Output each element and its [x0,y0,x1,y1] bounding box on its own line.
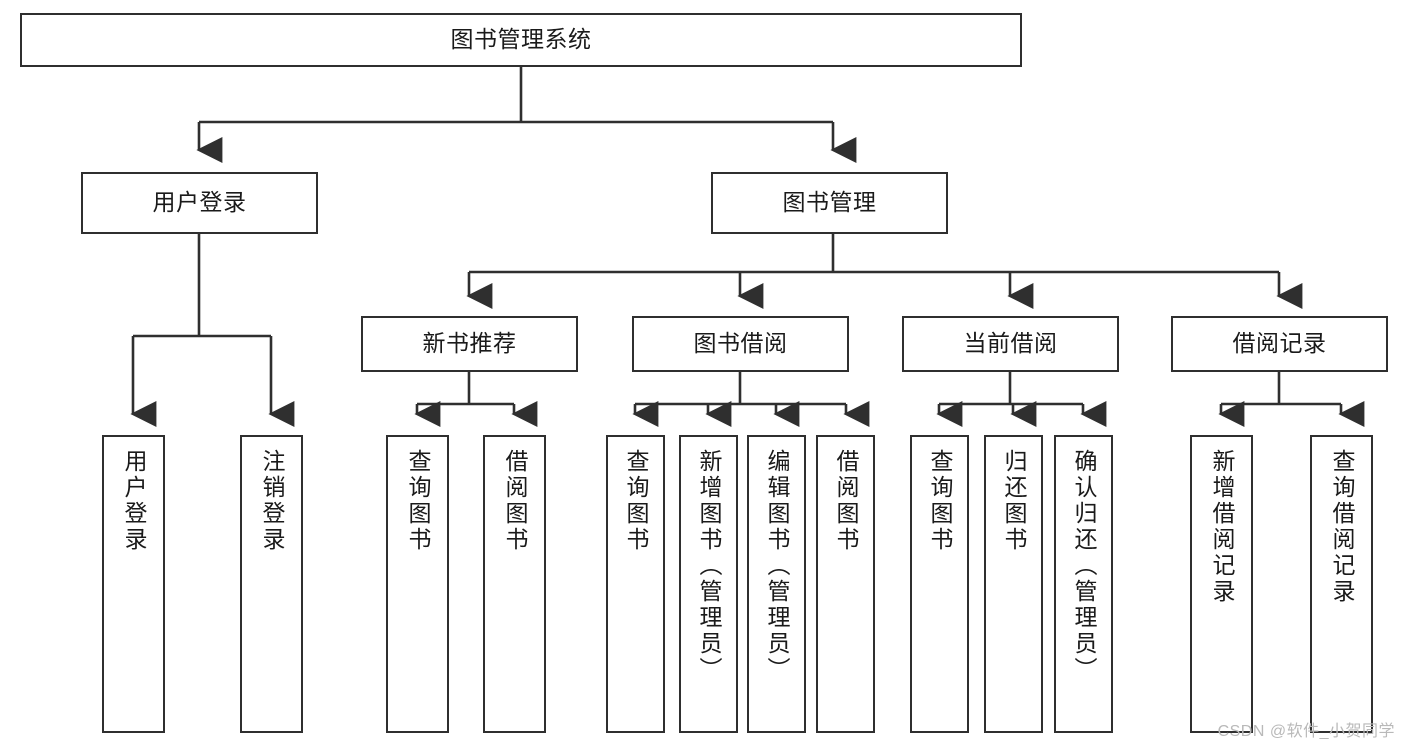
leaf-confirm-return-admin[interactable]: 确认归还（管理员） [1054,435,1113,733]
watermark: CSDN @软件_小贺同学 [1217,723,1395,740]
leaf-edit-book-admin[interactable]: 编辑图书（管理员） [747,435,806,733]
leaf-add-borrow-record-label: 新增借阅记录 [1209,449,1235,605]
leaf-search-borrow-record[interactable]: 查询借阅记录 [1310,435,1373,733]
leaf-user-login[interactable]: 用户登录 [102,435,165,733]
leaf-search-book-borrow[interactable]: 查询图书 [606,435,665,733]
leaf-search-book-recommend[interactable]: 查询图书 [386,435,449,733]
leaf-borrow-book-label: 借阅图书 [833,449,859,553]
leaf-user-logout-label: 注销登录 [259,449,285,553]
leaf-search-borrow-record-label: 查询借阅记录 [1329,449,1355,605]
node-book-management-label: 图书管理 [782,189,877,216]
leaf-return-book[interactable]: 归还图书 [984,435,1043,733]
node-book-borrow[interactable]: 图书借阅 [632,316,849,372]
leaf-search-book-borrow-label: 查询图书 [623,449,649,553]
node-new-book-recommend-label: 新书推荐 [422,330,517,357]
leaf-return-book-label: 归还图书 [1001,449,1027,553]
node-root[interactable]: 图书管理系统 [20,13,1022,67]
leaf-user-login-label: 用户登录 [121,449,147,553]
leaf-edit-book-admin-label: 编辑图书（管理员） [764,449,790,683]
node-book-management[interactable]: 图书管理 [711,172,948,234]
leaf-user-logout[interactable]: 注销登录 [240,435,303,733]
leaf-search-book-current[interactable]: 查询图书 [910,435,969,733]
node-current-borrow-label: 当前借阅 [963,330,1058,357]
leaf-search-book-recommend-label: 查询图书 [405,449,431,553]
leaf-add-book-admin-label: 新增图书（管理员） [696,449,722,683]
leaf-borrow-book-recommend-label: 借阅图书 [502,449,528,553]
node-new-book-recommend[interactable]: 新书推荐 [361,316,578,372]
node-root-label: 图书管理系统 [450,26,592,53]
leaf-borrow-book[interactable]: 借阅图书 [816,435,875,733]
node-current-borrow[interactable]: 当前借阅 [902,316,1119,372]
node-book-borrow-label: 图书借阅 [693,330,788,357]
node-user-login[interactable]: 用户登录 [81,172,318,234]
node-borrow-records-label: 借阅记录 [1232,330,1327,357]
leaf-add-borrow-record[interactable]: 新增借阅记录 [1190,435,1253,733]
leaf-confirm-return-admin-label: 确认归还（管理员） [1071,449,1097,683]
node-user-login-label: 用户登录 [152,189,247,216]
leaf-borrow-book-recommend[interactable]: 借阅图书 [483,435,546,733]
leaf-search-book-current-label: 查询图书 [927,449,953,553]
leaf-add-book-admin[interactable]: 新增图书（管理员） [679,435,738,733]
node-borrow-records[interactable]: 借阅记录 [1171,316,1388,372]
